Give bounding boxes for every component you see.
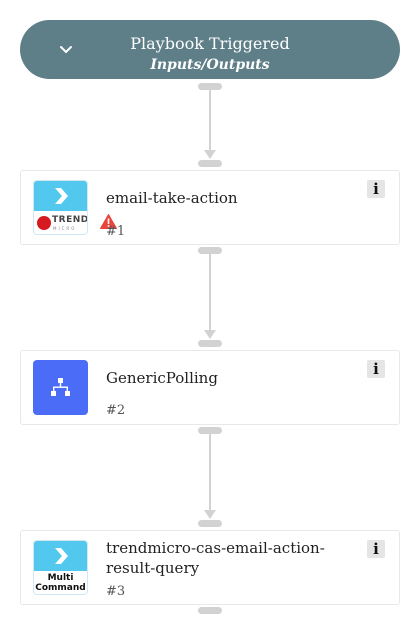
trigger-title: Playbook Triggered: [130, 34, 290, 53]
trend-micro-logo: TREND MICRO: [36, 215, 87, 233]
playbook-trigger-node[interactable]: Playbook Triggered Inputs/Outputs: [20, 20, 400, 79]
trend-micro-integration-icon: TREND MICRO: [33, 180, 88, 235]
task-name: trendmicro-cas-email-action-result-query: [106, 539, 325, 577]
connector-arrow: [204, 330, 216, 339]
inputs-outputs-link[interactable]: Inputs/Outputs: [150, 57, 270, 73]
connector-handle[interactable]: [198, 83, 222, 90]
connector-line: [209, 90, 211, 152]
sub-playbook-icon: [33, 360, 88, 415]
task-number: #3: [106, 584, 126, 599]
connector-line: [209, 434, 211, 512]
task-name: email-take-action: [106, 189, 238, 207]
connector-handle[interactable]: [198, 427, 222, 434]
task-node-2[interactable]: GenericPolling #2 i: [20, 350, 400, 425]
connector-handle[interactable]: [198, 607, 222, 614]
task-node-3[interactable]: Multi Command trendmicro-cas-email-actio…: [20, 530, 400, 605]
multi-command-icon: Multi Command: [33, 540, 88, 595]
connector-handle[interactable]: [198, 340, 222, 347]
info-icon[interactable]: i: [367, 360, 385, 378]
warning-icon: [100, 214, 117, 229]
task-name: GenericPolling: [106, 369, 218, 387]
task-node-1[interactable]: TREND MICRO email-take-action #1 i: [20, 170, 400, 245]
connector-handle[interactable]: [198, 160, 222, 167]
connector-handle[interactable]: [198, 247, 222, 254]
connector-line: [209, 254, 211, 332]
connector-handle[interactable]: [198, 520, 222, 527]
info-icon[interactable]: i: [367, 540, 385, 558]
chevron-down-icon[interactable]: [58, 42, 74, 58]
task-number: #1: [106, 224, 126, 239]
multi-command-label: Multi Command: [35, 573, 86, 593]
connector-arrow: [204, 510, 216, 519]
connector-arrow: [204, 150, 216, 159]
info-icon[interactable]: i: [367, 180, 385, 198]
task-number: #2: [106, 403, 126, 418]
